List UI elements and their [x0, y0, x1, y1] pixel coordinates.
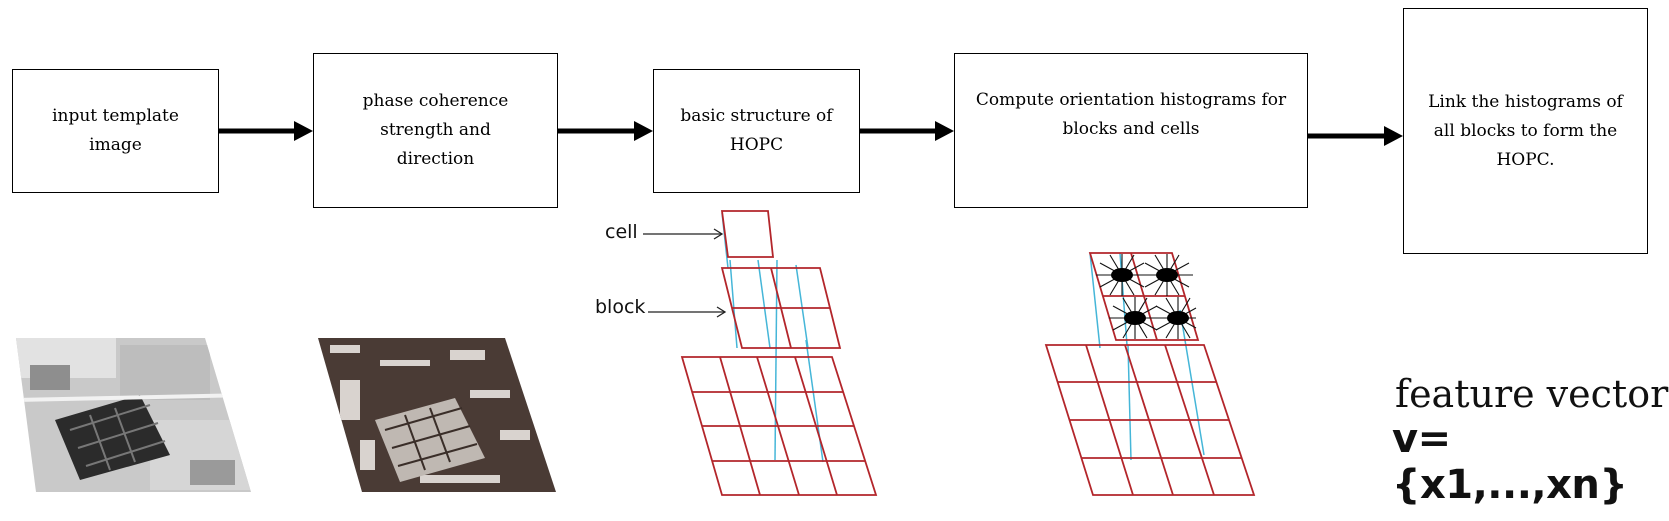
step-phase-coherence: phase coherence strength and direction [313, 53, 558, 208]
hopc-structure-figure [643, 210, 878, 496]
arrow-2-head [634, 121, 653, 141]
phase-coherence-image [318, 338, 556, 492]
block-shape [720, 267, 842, 349]
arrow-1-head [294, 121, 313, 141]
step-label: basic structure of HOPC [680, 106, 833, 155]
step-orientation-histograms: Compute orientation histograms for block… [954, 53, 1308, 208]
cell-grid-2 [1044, 344, 1256, 496]
step-label: Compute orientation histograms for block… [975, 90, 1287, 139]
block-callout-label: block [595, 296, 646, 318]
arrow-4-head [1384, 126, 1403, 146]
step-input-template-image: input template image [12, 69, 219, 193]
step-label: phase coherence strength and direction [362, 91, 509, 169]
feature-vector-formula: v={x1,...,xn} [1392, 416, 1628, 508]
histogram-stars [1096, 254, 1197, 339]
orientation-histogram-figure [1044, 252, 1256, 496]
cell-callout-label: cell [605, 221, 638, 243]
cell-grid [680, 356, 878, 496]
callout-arrows [643, 228, 727, 318]
arrow-3-head [935, 121, 954, 141]
step-label: input template image [52, 106, 179, 155]
input-template-image [16, 338, 251, 492]
feature-vector-title: feature vector [1395, 372, 1669, 416]
projection-lines-2 [1089, 252, 1205, 461]
step-link-histograms: Link the histograms of all blocks to for… [1403, 8, 1648, 254]
cell-shape [720, 210, 775, 258]
step-label: Link the histograms of all blocks to for… [1428, 91, 1623, 170]
step-basic-structure-hopc: basic structure of HOPC [653, 69, 860, 193]
